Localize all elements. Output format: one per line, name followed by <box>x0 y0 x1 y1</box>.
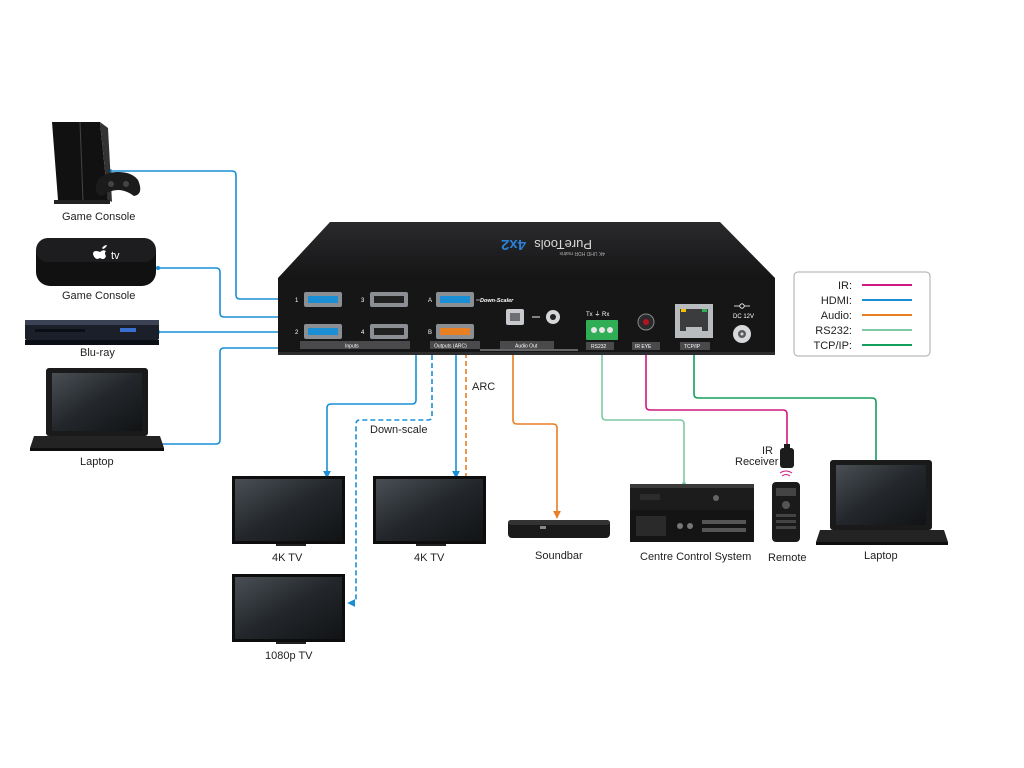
legend: IR: HDMI: Audio: RS232: TCP/IP: <box>793 271 931 357</box>
hdmi-input-port-3[interactable] <box>370 292 408 307</box>
device-top <box>278 222 775 278</box>
tcpip-label: TCP/IP <box>684 344 701 350</box>
sink-label-control-system: Centre Control System <box>640 551 751 563</box>
legend-item-tcpip: TCP/IP: <box>813 340 912 352</box>
dc-power-port[interactable] <box>733 325 751 343</box>
svg-text:Audio:: Audio: <box>821 310 852 322</box>
downscaler-label: Down-Scaler <box>480 298 514 304</box>
audio-out-label: Audio Out <box>515 344 538 350</box>
port-number-3: 3 <box>361 298 365 304</box>
cables <box>108 169 878 607</box>
sink-label-soundbar: Soundbar <box>535 550 583 562</box>
svg-text:tv: tv <box>111 250 120 262</box>
dc-polarity-icon <box>734 303 750 309</box>
sink-label-tv-1: 4K TV <box>272 552 303 564</box>
tcpip-ethernet-port[interactable] <box>675 304 713 338</box>
ir-eye-label: IR EYE <box>635 344 652 350</box>
sink-label-tv-2: 4K TV <box>414 552 445 564</box>
control-system-icon <box>630 484 754 542</box>
source-label-game-console-2: Game Console <box>62 290 135 302</box>
laptop-icon <box>816 460 948 545</box>
tv-icon <box>232 574 345 644</box>
legend-item-ir: IR: <box>838 280 912 292</box>
hdmi-output-port-a[interactable] <box>436 292 474 307</box>
sink-label-tv-3: 1080p TV <box>265 650 313 662</box>
ir-eye-port[interactable] <box>637 313 655 331</box>
port-number-1: 1 <box>295 298 299 304</box>
device-brand: PureTools <box>534 237 592 252</box>
device-tagline: 4K UHD HDR matrix <box>559 250 605 256</box>
bluray-player-icon <box>25 320 159 345</box>
hdmi-output-port-b[interactable] <box>436 324 474 339</box>
svg-text:TCP/IP:: TCP/IP: <box>813 340 852 352</box>
rs232-label: RS232 <box>591 344 607 350</box>
sink-label-laptop: Laptop <box>864 550 898 562</box>
source-label-game-console-1: Game Console <box>62 211 135 223</box>
inputs-label: Inputs <box>345 344 359 350</box>
audio-jack-port[interactable] <box>546 310 560 324</box>
hdmi-cable-output-a-downscale <box>347 307 433 607</box>
laptop-icon <box>30 368 164 451</box>
rs232-cable <box>598 343 685 484</box>
source-label-laptop: Laptop <box>80 456 114 468</box>
rs232-terminal-port[interactable] <box>586 320 618 340</box>
port-letter-a: A <box>428 298 432 304</box>
dc-12v-label: DC 12V <box>733 314 754 320</box>
ir-receiver-label: IR <box>762 445 773 457</box>
outputs-arc-label: Outputs (ARC) <box>434 344 467 350</box>
tv-icon <box>373 476 486 546</box>
svg-text:IR:: IR: <box>838 280 852 292</box>
port-number-2: 2 <box>295 330 299 336</box>
sink-label-remote: Remote <box>768 552 807 564</box>
media-box-icon: tv <box>36 238 156 286</box>
ir-receiver-icon <box>780 444 794 468</box>
legend-item-audio: Audio: <box>821 310 912 322</box>
tcpip-cable <box>690 341 877 462</box>
source-label-bluray: Blu-ray <box>80 347 115 359</box>
port-number-4: 4 <box>361 330 365 336</box>
hdmi-input-port-1[interactable] <box>304 292 342 307</box>
hdmi-cable-game-console-1 <box>110 170 301 303</box>
optical-audio-cable <box>512 316 561 519</box>
svg-text:RS232:: RS232: <box>815 325 852 337</box>
ir-cable <box>642 323 788 444</box>
soundbar-icon <box>508 520 610 538</box>
device-model: 4x2 <box>501 236 526 253</box>
port-letter-b: B <box>428 330 432 336</box>
remote-icon <box>772 470 800 542</box>
matrix-switch-device: 4x2 PureTools 4K UHD HDR matrix <box>278 222 775 355</box>
legend-item-hdmi: HDMI: <box>821 295 912 307</box>
svg-text:HDMI:: HDMI: <box>821 295 852 307</box>
optical-audio-port[interactable] <box>506 309 524 325</box>
tv-icon <box>232 476 345 546</box>
hdmi-input-port-4[interactable] <box>370 324 408 339</box>
rs232-pins-label: Tx ⏚ Rx <box>586 311 609 318</box>
ir-receiver-label-2: Receiver <box>735 456 779 468</box>
hdmi-input-port-2[interactable] <box>304 324 342 339</box>
downscale-annotation: Down-scale <box>370 424 427 436</box>
game-console-icon <box>52 121 141 204</box>
legend-item-rs232: RS232: <box>815 325 912 337</box>
arc-annotation: ARC <box>472 381 495 393</box>
